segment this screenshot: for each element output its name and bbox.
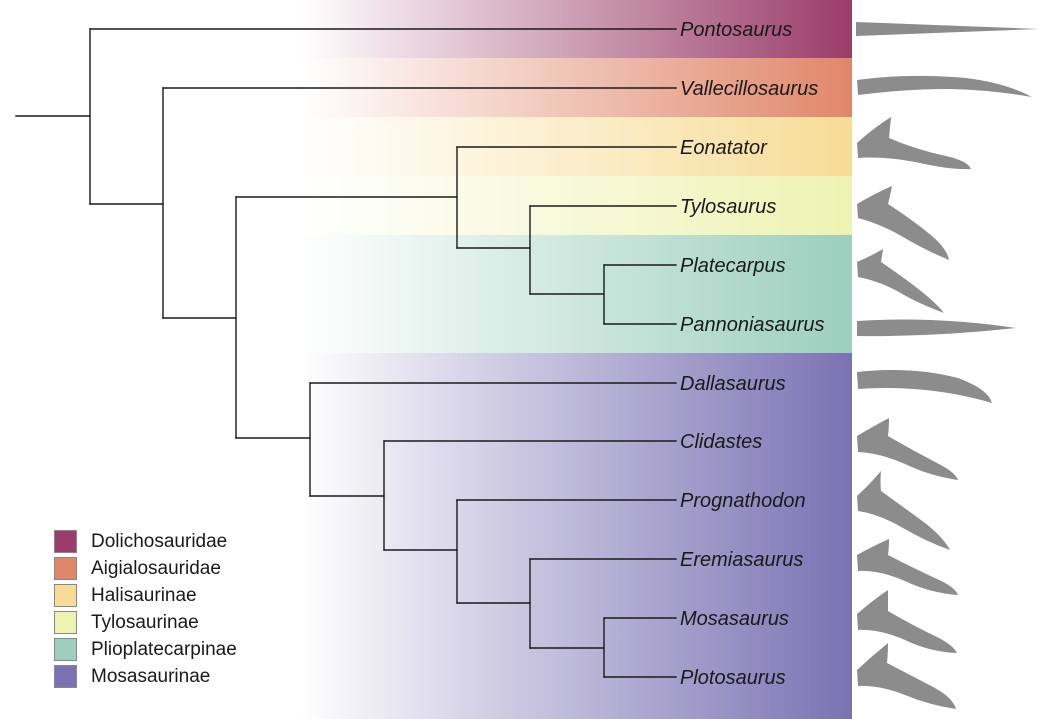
legend-label: Aigialosauridae <box>91 557 221 579</box>
taxon-labels: Pontosaurus Vallecillosaurus Eonatator T… <box>680 19 825 689</box>
legend-swatch <box>54 530 77 553</box>
legend-label: Mosasaurinae <box>91 665 211 687</box>
legend-item-dolichosauridae: Dolichosauridae <box>54 528 334 555</box>
tail-silhouette-icon <box>857 249 944 313</box>
tail-silhouette-icon <box>857 418 958 480</box>
taxon-label-tylosaurus: Tylosaurus <box>680 196 776 218</box>
legend-swatch <box>54 665 77 688</box>
taxon-label-plotosaurus: Plotosaurus <box>680 667 786 689</box>
legend-swatch <box>54 557 77 580</box>
legend-swatch <box>54 611 77 634</box>
tail-silhouette-icon <box>857 471 950 550</box>
tail-silhouette-icon <box>857 319 1016 337</box>
tail-silhouette-icon <box>856 22 1039 36</box>
legend-label: Dolichosauridae <box>91 530 228 552</box>
tail-silhouette-icon <box>857 590 957 653</box>
legend-item-mosasaurinae: Mosasaurinae <box>54 663 334 690</box>
legend-swatch <box>54 638 77 661</box>
legend-item-halisaurinae: Halisaurinae <box>54 582 334 609</box>
taxon-label-pannoniasaurus: Pannoniasaurus <box>680 314 825 336</box>
taxon-label-vallecillosaurus: Vallecillosaurus <box>680 78 818 100</box>
legend-label: Halisaurinae <box>91 584 197 606</box>
tail-silhouette-icon <box>857 186 949 260</box>
taxon-label-mosasaurus: Mosasaurus <box>680 608 789 630</box>
taxon-label-clidastes: Clidastes <box>680 431 762 453</box>
band-mosasaurinae <box>300 353 852 719</box>
taxon-label-eonatator: Eonatator <box>680 137 768 159</box>
tail-silhouette-icon <box>857 370 992 403</box>
taxon-label-platecarpus: Platecarpus <box>680 255 786 277</box>
tree-branches <box>15 28 677 678</box>
taxon-label-eremiasaurus: Eremiasaurus <box>680 549 803 571</box>
legend-swatch <box>54 584 77 607</box>
tail-silhouette-icon <box>857 539 958 595</box>
taxon-label-pontosaurus: Pontosaurus <box>680 19 792 41</box>
legend-item-plioplatecarpinae: Plioplatecarpinae <box>54 636 334 663</box>
tail-silhouette-icon <box>857 117 971 170</box>
tail-silhouette-icon <box>857 643 956 709</box>
tail-silhouette-icon <box>857 75 1032 97</box>
legend-label: Plioplatecarpinae <box>91 638 237 660</box>
tail-silhouettes <box>856 22 1039 709</box>
taxon-label-dallasaurus: Dallasaurus <box>680 373 786 395</box>
legend-item-aigialosauridae: Aigialosauridae <box>54 555 334 582</box>
taxon-label-prognathodon: Prognathodon <box>680 490 806 512</box>
legend-label: Tylosaurinae <box>91 611 199 633</box>
legend-item-tylosaurinae: Tylosaurinae <box>54 609 334 636</box>
clade-legend: Dolichosauridae Aigialosauridae Halisaur… <box>54 528 334 690</box>
